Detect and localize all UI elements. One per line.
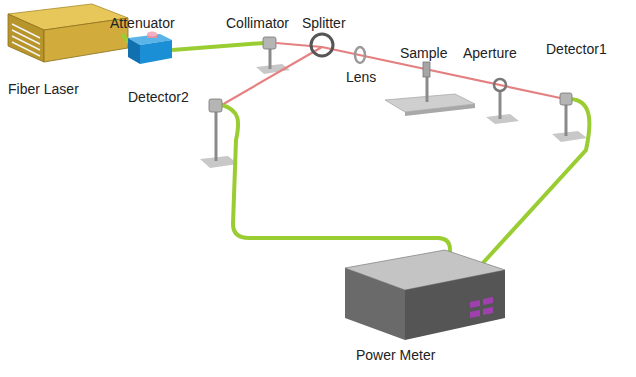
- meter-side: [345, 268, 405, 340]
- part-label: Detector2: [128, 89, 189, 105]
- attenuator-side: [128, 38, 140, 64]
- part-label-box: Attenuator: [110, 14, 175, 32]
- sample-holder: [423, 62, 430, 77]
- reflected-beam: [220, 47, 322, 106]
- part-label-box: Fiber Laser: [8, 80, 79, 98]
- detector-cable: [222, 105, 450, 262]
- detector-head: [560, 93, 572, 105]
- part-label: Splitter: [302, 15, 346, 31]
- part-label: Sample: [400, 45, 447, 61]
- stand-base: [486, 114, 519, 124]
- part-label-box: Collimator: [226, 14, 289, 32]
- laser-beam: [276, 43, 565, 99]
- detector-cable: [482, 99, 589, 264]
- sample-platform-edge: [405, 104, 475, 116]
- stand-post: [215, 112, 218, 161]
- collimator-body: [263, 37, 276, 49]
- laser-front: [8, 14, 44, 62]
- splitter-ring: [311, 34, 333, 56]
- lens-ring: [355, 47, 365, 63]
- laser-fibers: [12, 24, 40, 56]
- part-label: Attenuator: [110, 15, 175, 31]
- part-label: Collimator: [226, 15, 289, 31]
- fiber-cable: [172, 43, 264, 50]
- detector-head: [209, 99, 222, 112]
- part-label-box: Sample: [400, 44, 447, 62]
- stand-post: [565, 105, 568, 136]
- attenuator-front: [140, 40, 172, 64]
- stand-post: [426, 76, 429, 102]
- aperture-iris: [494, 79, 506, 91]
- part-label-box: Lens: [346, 68, 376, 86]
- meter-front: [405, 270, 505, 340]
- part-label: Fiber Laser: [8, 81, 79, 97]
- part-label: Aperture: [463, 45, 517, 61]
- part-label: Lens: [346, 69, 376, 85]
- meter-display: [470, 297, 493, 318]
- part-label-box: Splitter: [302, 14, 346, 32]
- stand-base: [200, 156, 238, 168]
- part-label-box: Detector2: [128, 88, 189, 106]
- part-label: Power Meter: [356, 347, 435, 363]
- stand-post: [269, 48, 272, 69]
- part-label-box: Aperture: [463, 44, 517, 62]
- attenuator-knob-top: [147, 32, 157, 37]
- stand-base: [552, 131, 587, 142]
- part-label-box: Power Meter: [356, 346, 435, 364]
- stand-post: [499, 91, 502, 119]
- part-label-box: Detector1: [546, 40, 607, 58]
- part-label: Detector1: [546, 41, 607, 57]
